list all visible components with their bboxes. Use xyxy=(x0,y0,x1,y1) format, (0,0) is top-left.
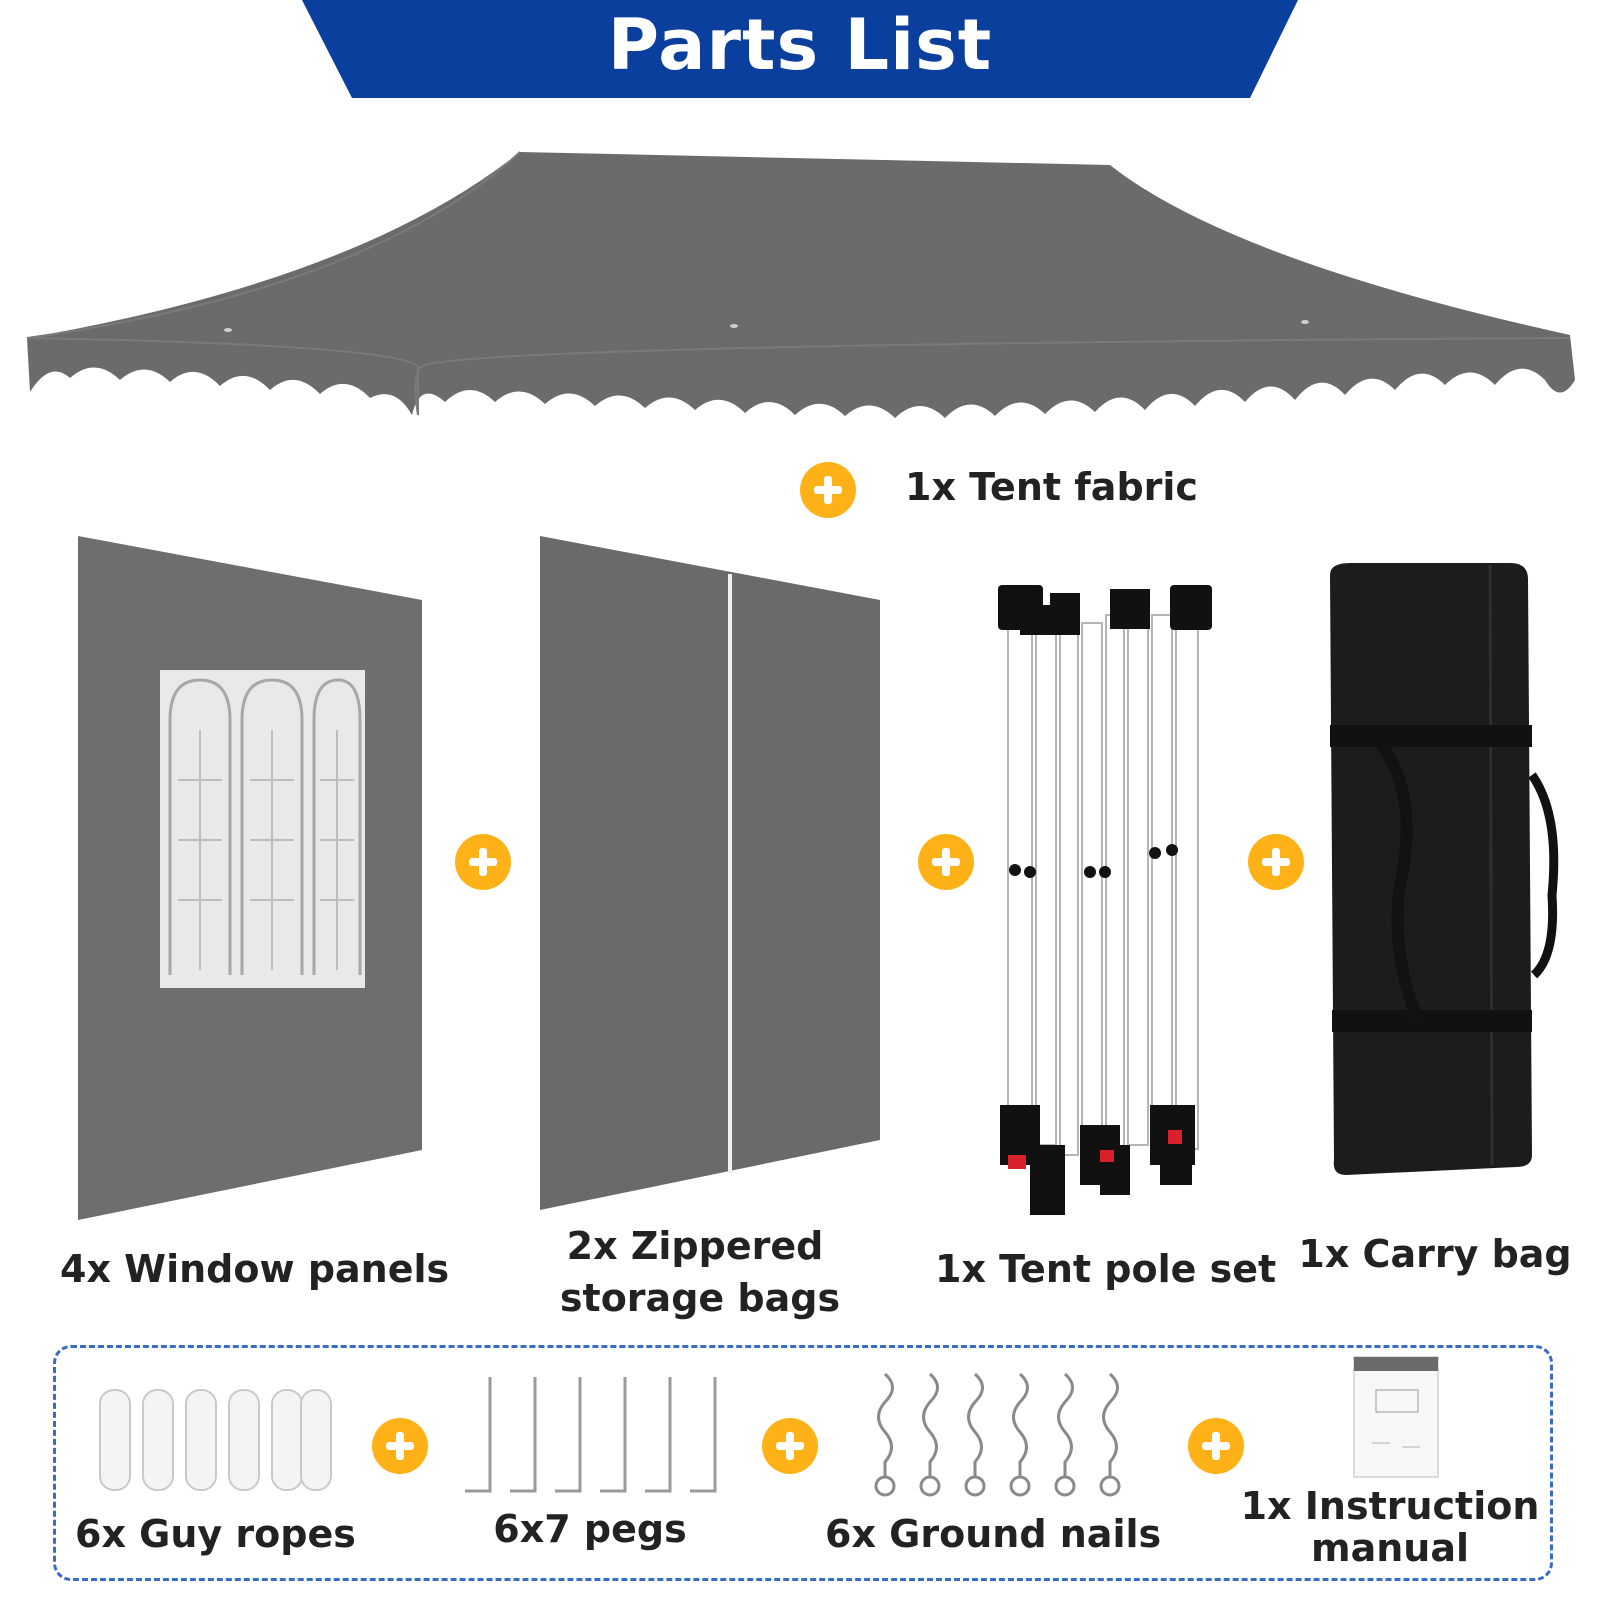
plus-icon xyxy=(372,1418,428,1474)
zippered-label-line2: storage bags xyxy=(559,1276,841,1320)
tent-pole-set-label: 1x Tent pole set xyxy=(935,1247,1277,1291)
guy-ropes-image xyxy=(99,1389,332,1491)
manual-label-line1: 1x Instruction xyxy=(1240,1484,1540,1528)
carry-bag-label: 1x Carry bag xyxy=(1298,1232,1572,1276)
tent-pole-set-image xyxy=(998,585,1212,1215)
window-panel-image xyxy=(78,536,422,1220)
tent-fabric-image xyxy=(26,151,1575,418)
ground-nails-label: 6x Ground nails xyxy=(825,1512,1162,1556)
pegs-image xyxy=(465,1377,717,1493)
carry-bag-image xyxy=(1330,563,1559,1175)
plus-icon xyxy=(800,462,856,518)
zippered-panel-image xyxy=(540,536,880,1210)
plus-icon xyxy=(455,834,511,890)
page-title: Parts List xyxy=(607,4,993,86)
guy-ropes-label: 6x Guy ropes xyxy=(75,1512,356,1556)
manual-label-line2: manual xyxy=(1310,1526,1469,1570)
plus-icon xyxy=(1248,834,1304,890)
plus-icon xyxy=(918,834,974,890)
accessories-box xyxy=(53,1345,1553,1581)
pegs-label: 6x7 pegs xyxy=(493,1507,687,1551)
ground-nails-image xyxy=(874,1372,1121,1497)
plus-icon xyxy=(762,1418,818,1474)
window-panels-label: 4x Window panels xyxy=(60,1247,450,1291)
zippered-label-line1: 2x Zippered xyxy=(566,1224,824,1268)
header-banner xyxy=(302,0,1298,98)
plus-icon xyxy=(1188,1418,1244,1474)
tent-fabric-label: 1x Tent fabric xyxy=(905,465,1198,509)
instruction-manual-image xyxy=(1353,1356,1439,1478)
